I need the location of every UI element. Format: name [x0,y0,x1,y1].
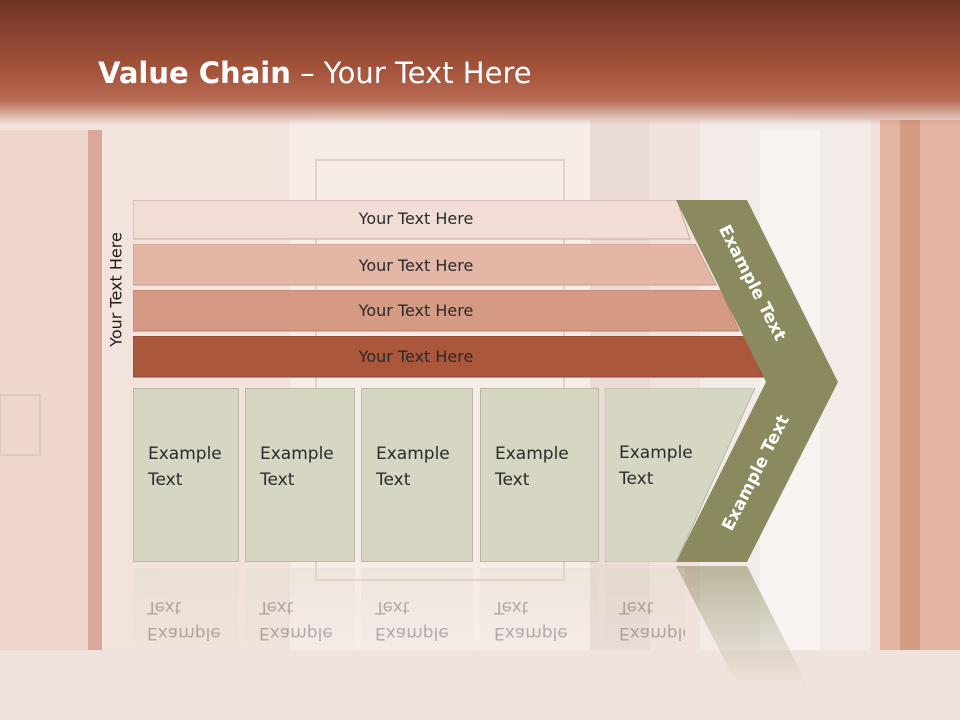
example-box-4-text: Example Text [495,444,569,490]
example-box-2-text: Example Text [260,444,334,490]
example-box-3: Example Text [361,388,473,562]
example-box-5: Example Text [605,388,755,562]
bar-2-label: Your Text Here [358,256,474,275]
header-band [0,0,960,125]
box-reflection-3-text: Example Text [375,597,449,643]
box-reflection-2-text: Example Text [259,597,333,643]
bar-3: Your Text Here [133,290,743,332]
example-box-4: Example Text [480,388,599,562]
box-reflection-5-text: Example Text [619,597,685,643]
box-reflection-3: Example Text [361,568,473,698]
bar-3-label: Your Text Here [358,301,474,320]
example-box-1-text: Example Text [148,444,222,490]
box-reflection-2: Example Text [245,568,355,698]
bar-1-label: Your Text Here [358,209,474,228]
bar-2: Your Text Here [133,244,723,286]
example-box-3-text: Example Text [376,444,450,490]
box-reflection-5: Example Text [605,568,685,698]
box-reflection-4-text: Example Text [494,597,568,643]
bar-1: Your Text Here [133,200,693,240]
title-rest: – Your Text Here [290,56,532,90]
example-box-2: Example Text [245,388,355,562]
box-reflection-1: Example Text [133,568,239,698]
bar-4: Your Text Here [133,336,769,378]
example-box-5-text: Example Text [619,443,693,489]
example-box-1: Example Text [133,388,239,562]
box-reflection-4: Example Text [480,568,599,698]
slide-title: Value Chain – Your Text Here [98,56,532,90]
bar-4-label: Your Text Here [358,347,474,366]
box-reflection-1-text: Example Text [147,597,221,643]
title-bold: Value Chain [98,56,291,90]
